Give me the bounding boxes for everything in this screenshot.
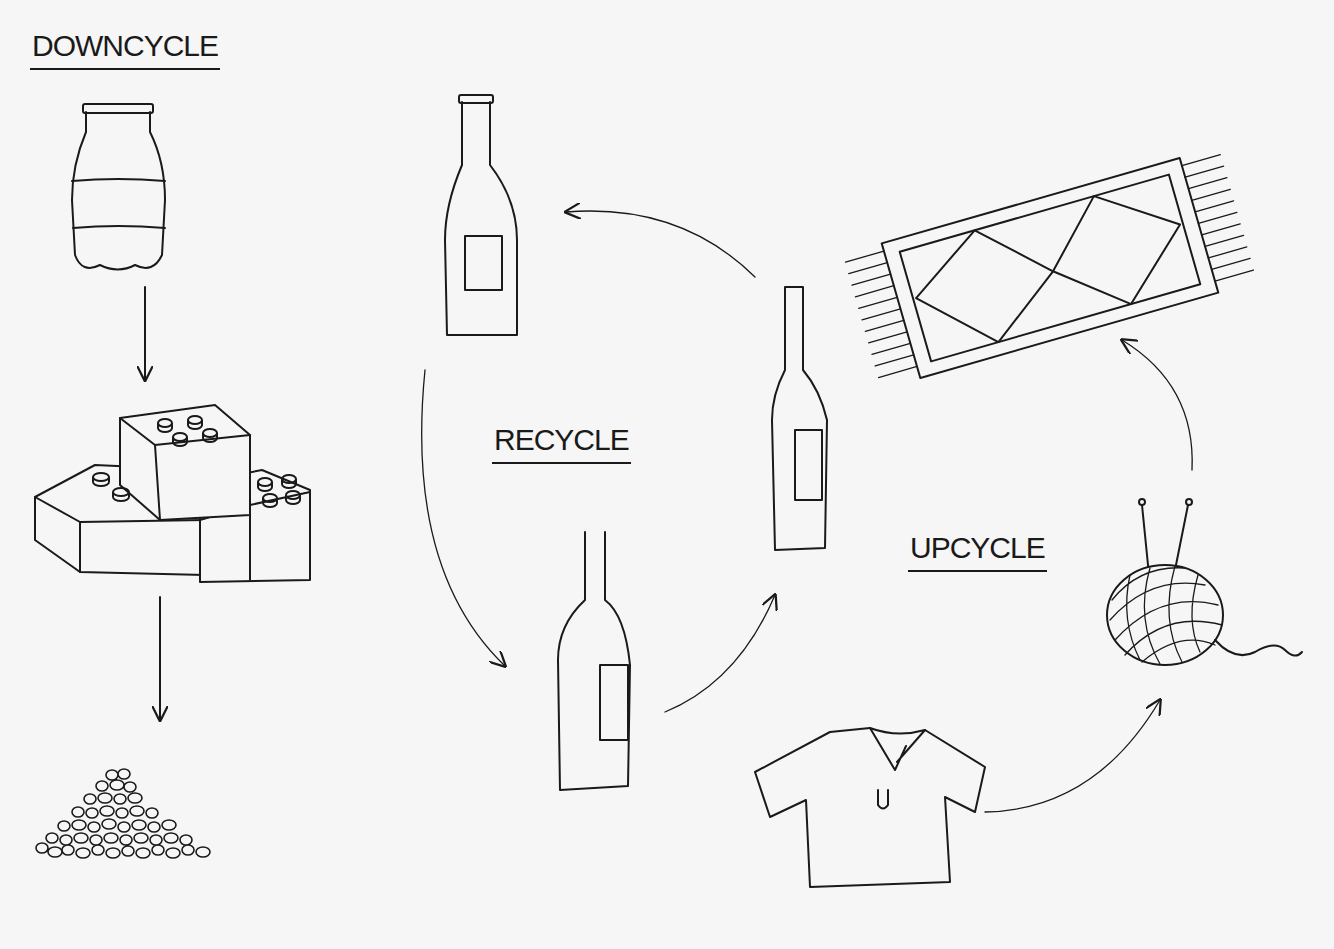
wine-bottle	[445, 95, 517, 335]
bottle-band	[72, 179, 165, 228]
yarn-ball	[1107, 499, 1302, 665]
bottle-label	[600, 665, 628, 740]
bottle-lip	[459, 95, 493, 103]
needle-cap	[1139, 499, 1145, 505]
milk-bottle	[72, 104, 165, 270]
bottle-cap-rim	[83, 104, 153, 113]
yarn-outline	[1107, 565, 1223, 665]
wine-bottle	[558, 532, 630, 790]
rug-fringe	[845, 155, 1253, 378]
section-heading: DOWNCYCLE	[30, 28, 220, 70]
shirt	[755, 728, 985, 887]
rug-border	[882, 158, 1219, 378]
bottle-label	[795, 430, 822, 500]
wine-bottle	[772, 287, 827, 550]
needle-cap	[1186, 499, 1192, 505]
shirt-collar	[870, 728, 925, 770]
down-arrow	[144, 287, 146, 380]
down-arrow	[159, 597, 161, 720]
rug-pattern	[1036, 175, 1197, 322]
bottle-outline	[72, 112, 165, 270]
cycle-arrow	[665, 595, 775, 712]
brick-studs	[93, 416, 300, 507]
gravel-pile	[36, 769, 210, 858]
bottle-outline	[772, 287, 827, 550]
woven-rug	[843, 147, 1256, 389]
section-heading: RECYCLE	[492, 422, 631, 464]
yarn-strands	[1110, 566, 1222, 664]
bottle-label	[465, 236, 502, 290]
rug-inner-border	[900, 175, 1201, 362]
bottle-outline	[445, 102, 517, 335]
flow-arrow	[1122, 340, 1192, 470]
shirt-outline	[755, 728, 985, 887]
cycle-arrow	[566, 211, 755, 277]
cycle-arrow	[422, 370, 505, 666]
shirt-pocket	[878, 790, 888, 809]
section-heading: UPCYCLE	[908, 530, 1047, 572]
rug-pattern	[903, 213, 1068, 361]
yarn-tail	[1215, 640, 1302, 656]
brick-top	[120, 405, 250, 520]
toy-bricks	[35, 405, 310, 582]
bottle-outline	[558, 532, 630, 790]
flow-arrow	[985, 700, 1160, 812]
